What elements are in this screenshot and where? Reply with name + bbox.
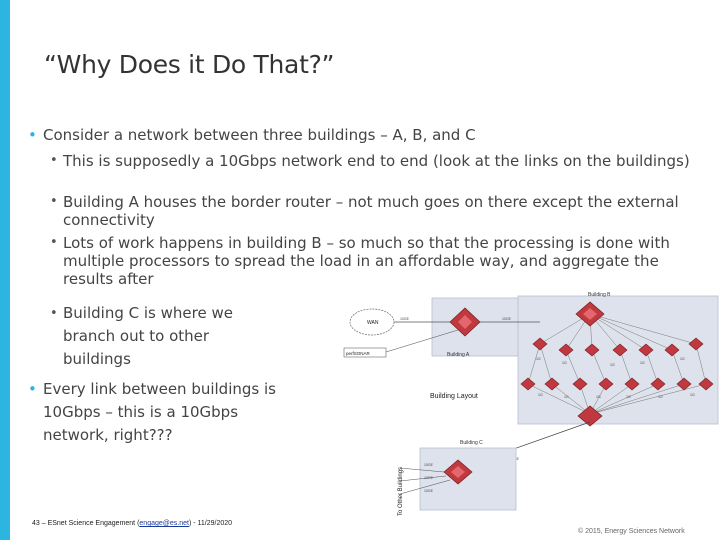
svg-text:1G: 1G: [564, 395, 569, 399]
bullet-item: Building A houses the border router – no…: [28, 193, 703, 229]
svg-text:1G: 1G: [680, 357, 685, 361]
perfsonar-box: [343, 347, 387, 358]
slide-title: “Why Does it Do That?”: [44, 50, 335, 79]
perfsonar-label: perfSONAR: [346, 351, 371, 356]
svg-text:1G: 1G: [626, 395, 631, 399]
svg-text:1G: 1G: [690, 393, 695, 397]
building-c-box: [419, 447, 517, 511]
building-b-label: Building B: [588, 292, 611, 298]
building-b-box: [517, 295, 719, 425]
router-b-bottom-icon: [577, 405, 603, 427]
svg-text:10GE: 10GE: [424, 476, 434, 480]
footer-copyright: © 2015, Energy Sciences Network: [578, 528, 685, 535]
svg-text:1G: 1G: [536, 357, 541, 361]
wan-label: WAN: [367, 320, 379, 326]
footer-suffix: ) - 11/29/2020: [188, 520, 233, 527]
footer-email-link[interactable]: engage@es.net: [139, 520, 189, 527]
bullet-item: Building C is where we branch out to oth…: [28, 302, 263, 371]
svg-text:1G: 1G: [538, 393, 543, 397]
building-c-label: Building C: [460, 440, 483, 446]
accent-bar: [0, 0, 10, 540]
svg-text:1G: 1G: [610, 363, 615, 367]
svg-text:10GE: 10GE: [424, 463, 434, 467]
svg-text:1G: 1G: [562, 361, 567, 365]
svg-text:10GE: 10GE: [400, 317, 410, 321]
to-other-buildings-label: To Other Buildings: [398, 467, 404, 516]
svg-text:1G: 1G: [658, 395, 663, 399]
svg-text:1G: 1G: [596, 395, 601, 399]
bullet-item: This is supposedly a 10Gbps network end …: [28, 152, 703, 170]
footer-left: 43 – ESnet Science Engagement (engage@es…: [32, 520, 232, 527]
svg-text:10GE: 10GE: [424, 489, 434, 493]
footer-prefix: 43 – ESnet Science Engagement (: [32, 520, 140, 527]
svg-text:1G: 1G: [640, 361, 645, 365]
bullet-item: Lots of work happens in building B – so …: [28, 234, 703, 288]
building-layout-label: Building Layout: [430, 393, 478, 400]
network-diagram: Building B Building A WAN perfSONAR 10GE…: [340, 288, 720, 520]
bullet-item: Consider a network between three buildin…: [28, 126, 683, 144]
bullet-item: Every link between buildings is 10Gbps –…: [28, 378, 288, 447]
building-a-label: Building A: [447, 352, 470, 358]
svg-text:10GE: 10GE: [502, 317, 512, 321]
